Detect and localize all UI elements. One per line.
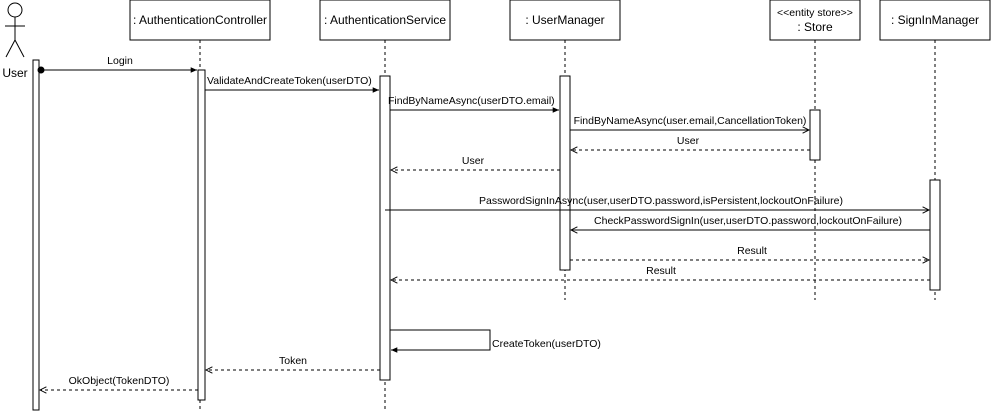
participant-manager: : UserManager <box>525 13 604 27</box>
activation-signin <box>929 179 941 291</box>
message-label-createtoken: CreateToken(userDTO) <box>492 338 601 350</box>
participant-box-controller <box>129 0 271 41</box>
participant-store-stereotype: <<entity store>> <box>777 7 853 19</box>
participant-box-signin <box>879 0 991 41</box>
activation-store <box>809 109 821 161</box>
activation-service <box>379 75 391 381</box>
message-arrow-createtoken <box>390 329 491 353</box>
message-label-okobject: OkObject(TokenDTO) <box>69 375 170 387</box>
activation-controller <box>197 69 206 401</box>
message-label-validate: ValidateAndCreateToken(userDTO) <box>207 75 372 87</box>
user-actor-icon <box>5 2 25 58</box>
participant-box-manager <box>509 0 621 41</box>
message-label-findbyname-manager: FindByNameAsync(userDTO.email) <box>388 95 555 107</box>
found-message-dot <box>37 66 45 74</box>
participant-box-store <box>769 0 861 41</box>
message-label-passwordsignin: PasswordSignInAsync(user,userDTO.passwor… <box>479 195 843 207</box>
participant-store: : Store <box>797 20 833 34</box>
message-label-token: Token <box>279 355 307 367</box>
message-label-return-user-store: User <box>677 135 700 147</box>
actor-label: User <box>2 66 27 80</box>
participant-service: : AuthenticationService <box>324 13 446 27</box>
message-label-return-user-manager: User <box>462 155 485 167</box>
activation-user <box>32 59 40 411</box>
message-label-findbyname-store: FindByNameAsync(user.email,CancellationT… <box>574 115 807 127</box>
message-label-login: Login <box>107 55 133 67</box>
activation-manager <box>559 75 571 271</box>
message-label-checkpassword: CheckPasswordSignIn(user,userDTO.passwor… <box>594 215 902 227</box>
participant-signin: : SignInManager <box>891 13 979 27</box>
participant-box-service <box>319 0 451 41</box>
message-label-result-signin: Result <box>646 265 676 277</box>
message-label-result-manager: Result <box>737 245 767 257</box>
participant-controller: : AuthenticationController <box>133 13 267 27</box>
